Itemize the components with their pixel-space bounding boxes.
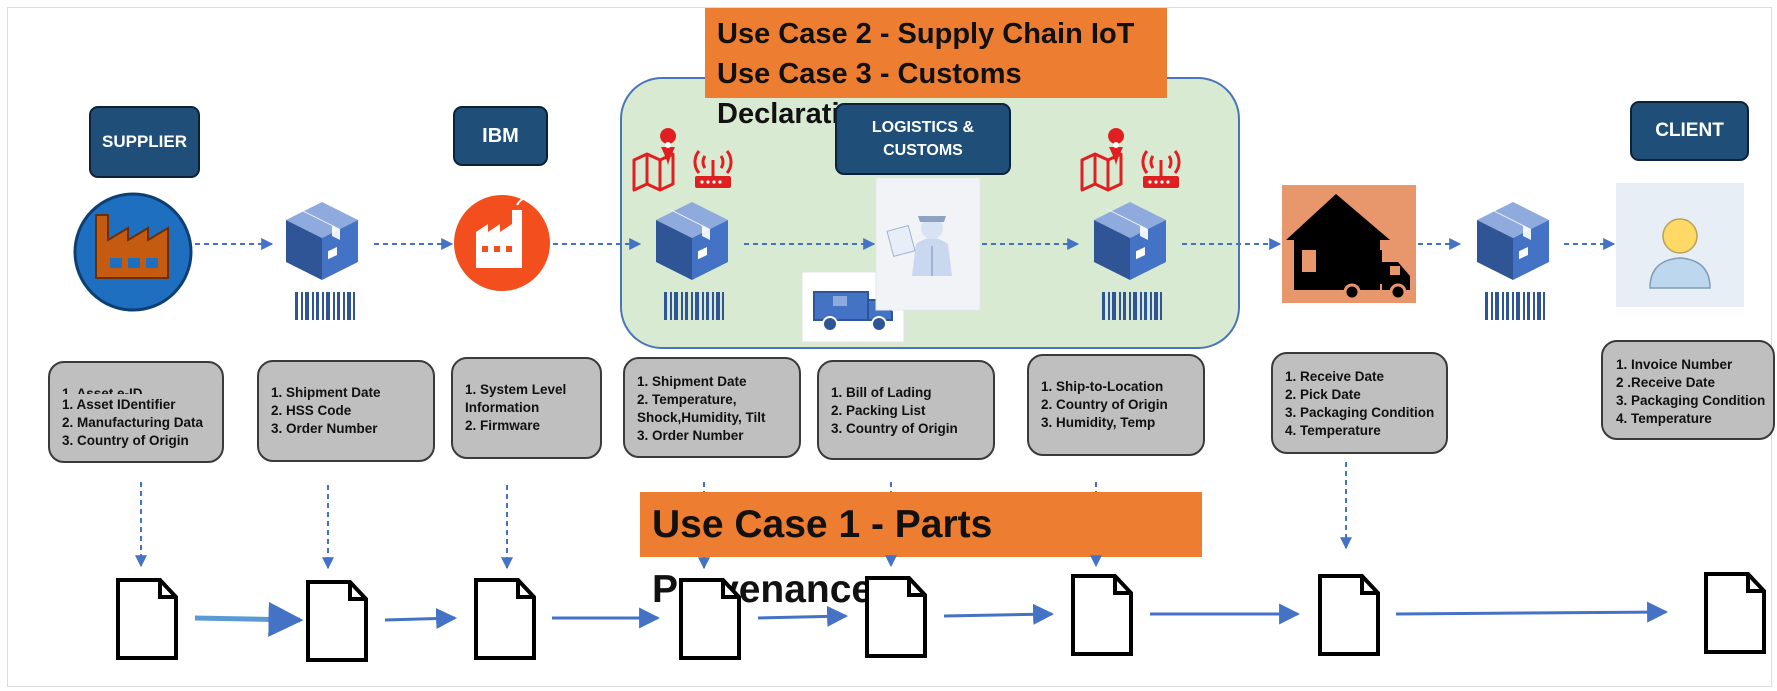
card-item: 1. Asset IDentifier (62, 397, 176, 412)
document-icon (1704, 572, 1766, 654)
use-case-2-label: Use Case 2 - Supply Chain IoT (717, 18, 1135, 50)
card-item: 3. Country of Origin (62, 433, 189, 448)
map-pin-icon (1080, 126, 1126, 192)
supplier-label: SUPPLIER (89, 106, 200, 178)
user-icon (1616, 183, 1744, 307)
document-icon (474, 578, 536, 660)
package-icon (286, 202, 358, 280)
factory-icon (73, 192, 193, 312)
card-item: 4. Temperature (1285, 423, 1381, 438)
card-item: 3. Humidity, Temp (1041, 415, 1156, 430)
card-item: 4. Temperature (1616, 411, 1712, 426)
card-item: 3. Packaging Condition (1285, 405, 1435, 420)
logistics-label-line2: CUSTOMS (883, 142, 963, 159)
card-item: 2. Pick Date (1285, 387, 1361, 402)
client-label: CLIENT (1630, 101, 1749, 161)
info-card-iot: 1. Shipment Date 2. Temperature, Shock,H… (623, 357, 801, 458)
info-card-ibm: 1. System Level Information 2. Firmware (451, 357, 602, 459)
ibm-label: IBM (453, 106, 548, 166)
card-item: 2. Firmware (465, 418, 541, 433)
card-item: 1. Receive Date (1285, 369, 1385, 384)
document-icon (1318, 574, 1380, 656)
card-item: 2. Packing List (831, 403, 926, 418)
document-icon (116, 578, 178, 660)
package-icon (1094, 202, 1166, 280)
card-item: 1. Shipment Date (271, 385, 381, 400)
document-icon (865, 576, 927, 658)
barcode-icon (295, 292, 355, 320)
card-item: 2. Manufacturing Data (62, 415, 204, 430)
package-icon (656, 202, 728, 280)
document-icon (1071, 574, 1133, 656)
info-card-client: 1. Invoice Number 2 .Receive Date 3. Pac… (1601, 340, 1775, 440)
card-item: 3. Order Number (271, 421, 378, 436)
iot-router-icon (693, 149, 733, 190)
card-item: 1. Invoice Number (1616, 357, 1733, 372)
info-card-supplier: 1. Asset e-ID 1. Asset IDentifier 2. Man… (48, 361, 224, 463)
barcode-icon (1485, 292, 1545, 320)
card-item: 2. Country of Origin (1041, 397, 1168, 412)
card-item: 2. HSS Code (271, 403, 352, 418)
iot-router-icon (1141, 149, 1181, 190)
card-item: 2 .Receive Date (1616, 375, 1716, 390)
ibm-factory-icon (454, 195, 550, 291)
card-partial-line: 1. Asset e-ID (62, 386, 143, 394)
document-icon (679, 578, 741, 660)
info-card-transit: 1. Ship-to-Location 2. Country of Origin… (1027, 354, 1205, 456)
card-item: 1. Ship-to-Location (1041, 379, 1164, 394)
document-icon (306, 580, 368, 662)
barcode-icon (1102, 292, 1162, 320)
package-icon (1477, 202, 1549, 280)
map-pin-icon (632, 126, 678, 192)
barcode-icon (664, 292, 724, 320)
logistics-label-line1: LOGISTICS & (871, 119, 975, 136)
logistics-customs-label: LOGISTICS & CUSTOMS (835, 103, 1011, 175)
card-item: 1. Shipment Date (637, 374, 747, 389)
info-card-warehouse: 1. Receive Date 2. Pick Date 3. Packagin… (1271, 352, 1448, 454)
card-item: 2. Temperature, Shock,Humidity, Tilt (637, 392, 766, 425)
card-item: 1. Bill of Lading (831, 385, 932, 400)
customs-officer-icon (875, 177, 981, 311)
card-item: 3. Country of Origin (831, 421, 958, 436)
info-card-customs: 1. Bill of Lading 2. Packing List 3. Cou… (817, 360, 995, 460)
card-item: 3. Order Number (637, 428, 744, 443)
card-item: 3. Packaging Condition (1616, 393, 1766, 408)
info-card-shipment: 1. Shipment Date 2. HSS Code 3. Order Nu… (257, 360, 435, 462)
card-item: 1. System Level Information (465, 382, 567, 415)
vertical-arrows (135, 462, 1352, 570)
bottom-flow-arrows (194, 601, 1669, 637)
warehouse-truck-icon (1282, 185, 1416, 303)
